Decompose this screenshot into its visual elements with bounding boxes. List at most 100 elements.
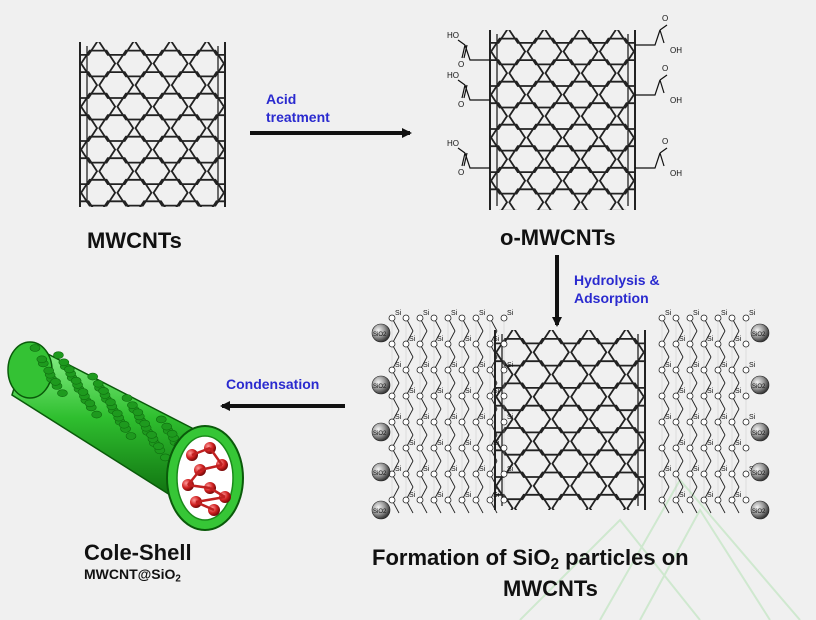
svg-text:Si: Si: [437, 336, 444, 343]
svg-text:Si: Si: [507, 310, 514, 317]
svg-text:Si: Si: [479, 414, 486, 421]
svg-text:SiO2: SiO2: [373, 431, 387, 437]
svg-text:SiO2: SiO2: [373, 384, 387, 390]
svg-text:Si: Si: [479, 310, 486, 317]
formation-tube-structure: [494, 330, 646, 510]
svg-text:Si: Si: [437, 388, 444, 395]
svg-text:SiO2: SiO2: [752, 384, 766, 390]
svg-text:Si: Si: [665, 414, 672, 421]
svg-text:O: O: [662, 137, 668, 146]
svg-text:Si: Si: [465, 440, 472, 447]
svg-text:SiO2: SiO2: [752, 431, 766, 437]
formation-label-line1: Formation of SiO2 particles on: [372, 545, 689, 573]
svg-text:Si: Si: [451, 362, 458, 369]
svg-text:Si: Si: [409, 388, 416, 395]
svg-text:Si: Si: [507, 362, 514, 369]
svg-text:Si: Si: [679, 492, 686, 499]
svg-text:Si: Si: [395, 466, 402, 473]
svg-text:Si: Si: [493, 336, 500, 343]
svg-text:Si: Si: [735, 336, 742, 343]
svg-text:Si: Si: [735, 388, 742, 395]
svg-text:Si: Si: [493, 388, 500, 395]
core-shell-tube: [7, 341, 244, 531]
svg-text:Si: Si: [437, 440, 444, 447]
svg-text:Si: Si: [735, 440, 742, 447]
svg-text:Si: Si: [437, 492, 444, 499]
svg-text:Si: Si: [507, 414, 514, 421]
svg-text:Si: Si: [409, 336, 416, 343]
hydrolysis-label-line2: Adsorption: [574, 290, 649, 306]
svg-text:Si: Si: [693, 362, 700, 369]
svg-text:Si: Si: [749, 310, 756, 317]
svg-text:Si: Si: [679, 336, 686, 343]
svg-text:Si: Si: [665, 310, 672, 317]
svg-text:Si: Si: [479, 466, 486, 473]
svg-text:HO: HO: [447, 31, 459, 40]
svg-text:Si: Si: [423, 466, 430, 473]
svg-text:HO: HO: [447, 139, 459, 148]
svg-text:O: O: [662, 14, 668, 23]
acid-label-line1: Acid: [266, 91, 297, 107]
svg-text:Si: Si: [507, 466, 514, 473]
svg-text:Si: Si: [693, 466, 700, 473]
formation-label-line2: MWCNTs: [503, 576, 598, 601]
svg-text:Si: Si: [465, 492, 472, 499]
svg-text:SiO2: SiO2: [752, 471, 766, 477]
svg-text:Si: Si: [423, 310, 430, 317]
svg-text:HO: HO: [447, 71, 459, 80]
svg-text:Si: Si: [493, 492, 500, 499]
svg-text:Si: Si: [409, 440, 416, 447]
svg-text:Si: Si: [451, 466, 458, 473]
condensation-label: Condensation: [226, 376, 320, 392]
acid-treatment-label: Acid treatment: [266, 90, 330, 126]
svg-text:OH: OH: [670, 96, 682, 105]
svg-text:Si: Si: [465, 336, 472, 343]
svg-text:Si: Si: [395, 310, 402, 317]
svg-text:SiO2: SiO2: [752, 509, 766, 515]
svg-text:Si: Si: [665, 362, 672, 369]
svg-text:SiO2: SiO2: [373, 471, 387, 477]
o-mwcnt-tube-structure: [489, 30, 636, 210]
svg-text:O: O: [458, 60, 464, 69]
svg-text:Si: Si: [693, 414, 700, 421]
svg-text:Si: Si: [721, 310, 728, 317]
svg-text:Si: Si: [395, 414, 402, 421]
svg-text:OH: OH: [670, 169, 682, 178]
svg-text:O: O: [458, 100, 464, 109]
o-mwcnts-label: o-MWCNTs: [500, 225, 616, 250]
svg-text:Si: Si: [409, 492, 416, 499]
svg-text:Si: Si: [749, 362, 756, 369]
svg-text:Si: Si: [749, 414, 756, 421]
svg-text:Si: Si: [721, 362, 728, 369]
svg-text:Si: Si: [693, 310, 700, 317]
svg-text:Si: Si: [707, 440, 714, 447]
svg-text:O: O: [662, 64, 668, 73]
hydrolysis-label: Hydrolysis & Adsorption: [574, 271, 660, 307]
mwcnt-tube-structure: [79, 42, 226, 207]
svg-text:Si: Si: [465, 388, 472, 395]
svg-text:Si: Si: [423, 362, 430, 369]
svg-text:Si: Si: [493, 440, 500, 447]
svg-text:OH: OH: [670, 46, 682, 55]
svg-text:Si: Si: [451, 310, 458, 317]
mwcnt-sio2-label: MWCNT@SiO2: [84, 566, 181, 585]
svg-text:Si: Si: [451, 414, 458, 421]
svg-text:Si: Si: [679, 440, 686, 447]
svg-text:Si: Si: [707, 492, 714, 499]
svg-text:Si: Si: [665, 466, 672, 473]
svg-text:Si: Si: [721, 414, 728, 421]
svg-text:Si: Si: [679, 388, 686, 395]
tube-sio2-core: [182, 442, 231, 516]
svg-text:SiO2: SiO2: [373, 332, 387, 338]
acid-label-line2: treatment: [266, 109, 330, 125]
svg-text:Si: Si: [479, 362, 486, 369]
svg-text:Si: Si: [707, 336, 714, 343]
svg-text:Si: Si: [395, 362, 402, 369]
watermark: [519, 478, 801, 620]
svg-text:SiO2: SiO2: [373, 509, 387, 515]
cole-shell-label: Cole-Shell: [84, 540, 192, 565]
